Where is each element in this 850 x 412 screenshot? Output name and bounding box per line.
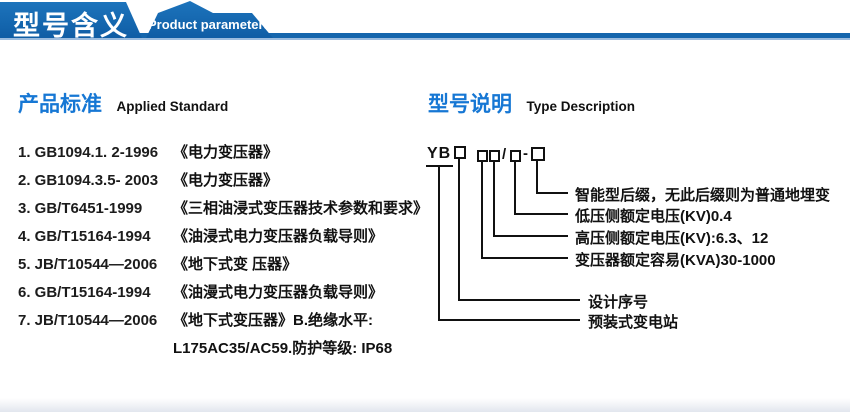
- applied-standard-heading-en: Applied Standard: [116, 99, 229, 114]
- standard-title: 《地下式变 压器》: [173, 256, 298, 273]
- diagram-label: 设计序号: [588, 294, 649, 311]
- standard-item: 4. GB/T15164-1994 《油浸式电力变压器负载导则》: [18, 226, 428, 254]
- diagram-underline: [426, 165, 453, 167]
- standard-title: 《电力变压器》: [173, 144, 279, 161]
- page-title: 型号含义: [13, 11, 129, 41]
- standard-item: 6. GB/T15164-1994 《油漫式电力变压器负载导则》: [18, 282, 428, 310]
- connector-line: [481, 162, 483, 259]
- connector-line: [493, 235, 568, 237]
- banner-ribbon-shape: [0, 1, 850, 40]
- standard-item: 5. JB/T10544—2006 《地下式变 压器》: [18, 254, 428, 282]
- designation-box: [489, 150, 500, 162]
- standard-continuation: L175AC35/AC59.防护等级: IP68: [173, 340, 393, 357]
- standard-code: 5. JB/T10544—2006: [18, 256, 158, 273]
- standard-title: 《三相油浸式变压器技术参数和要求》: [173, 200, 429, 217]
- connector-line: [536, 161, 538, 194]
- connector-line: [438, 167, 440, 321]
- bottom-fade: [0, 398, 850, 412]
- applied-standard-heading: 产品标准 Applied Standard: [18, 88, 228, 118]
- standard-code: 2. GB1094.3.5- 2003: [18, 172, 159, 189]
- standard-code: 7. JB/T10544—2006: [18, 312, 158, 329]
- standard-title: 《电力变压器》: [173, 172, 279, 189]
- standards-list: 1. GB1094.1. 2-1996 《电力变压器》 2. GB1094.3.5…: [18, 142, 428, 366]
- diagram-label: 智能型后缀，无此后缀则为普通地埋变: [575, 187, 831, 204]
- connector-line: [458, 159, 460, 301]
- standard-item: 7. JB/T10544—2006 《地下式变压器》B.绝缘水平:: [18, 310, 428, 338]
- applied-standard-heading-cn: 产品标准: [18, 93, 102, 116]
- type-description-heading-cn: 型号说明: [428, 93, 512, 116]
- designation-box: [477, 150, 488, 162]
- standard-code: 4. GB/T15164-1994: [18, 228, 151, 245]
- page-subtitle: Product parameters: [148, 17, 271, 32]
- connector-line: [481, 257, 568, 259]
- standard-code: 3. GB/T6451-1999: [18, 200, 143, 217]
- slash-separator: /: [502, 146, 507, 163]
- connector-line: [458, 299, 580, 301]
- designation-diagram: YB / - 智能型后缀，无此后缀则为普通地埋变 低压侧额定电压(KV)0.4 …: [425, 140, 850, 345]
- header-banner: 型号含义 Product parameters: [0, 0, 850, 44]
- standard-item: 1. GB1094.1. 2-1996 《电力变压器》: [18, 142, 428, 170]
- diagram-label: 低压侧额定电压(KV)0.4: [575, 208, 732, 225]
- type-description-heading-en: Type Description: [526, 99, 635, 114]
- connector-line: [493, 162, 495, 237]
- connector-line: [514, 162, 516, 215]
- designation-box: [531, 147, 545, 161]
- diagram-label: 高压侧额定电压(KV):6.3、12: [575, 230, 769, 247]
- connector-line: [438, 319, 580, 321]
- diagram-label: 预装式变电站: [588, 314, 679, 331]
- designation-box: [454, 146, 466, 159]
- standard-code: 1. GB1094.1. 2-1996: [18, 144, 159, 161]
- designation-prefix: YB: [427, 145, 452, 162]
- standard-title: 《油漫式电力变压器负载导则》: [173, 284, 384, 301]
- standard-title: 《油浸式电力变压器负载导则》: [173, 228, 384, 245]
- diagram-label: 变压器额定容易(KVA)30-1000: [575, 252, 776, 269]
- connector-line: [514, 213, 568, 215]
- designation-box: [510, 150, 521, 162]
- connector-line: [536, 192, 568, 194]
- standard-item: 2. GB1094.3.5- 2003 《电力变压器》: [18, 170, 428, 198]
- dash-separator: -: [523, 145, 528, 162]
- standard-title: 《地下式变压器》B.绝缘水平:: [173, 312, 373, 329]
- type-description-heading: 型号说明 Type Description: [428, 88, 635, 118]
- standard-item: 3. GB/T6451-1999 《三相油浸式变压器技术参数和要求》: [18, 198, 428, 226]
- standard-code: 6. GB/T15164-1994: [18, 284, 151, 301]
